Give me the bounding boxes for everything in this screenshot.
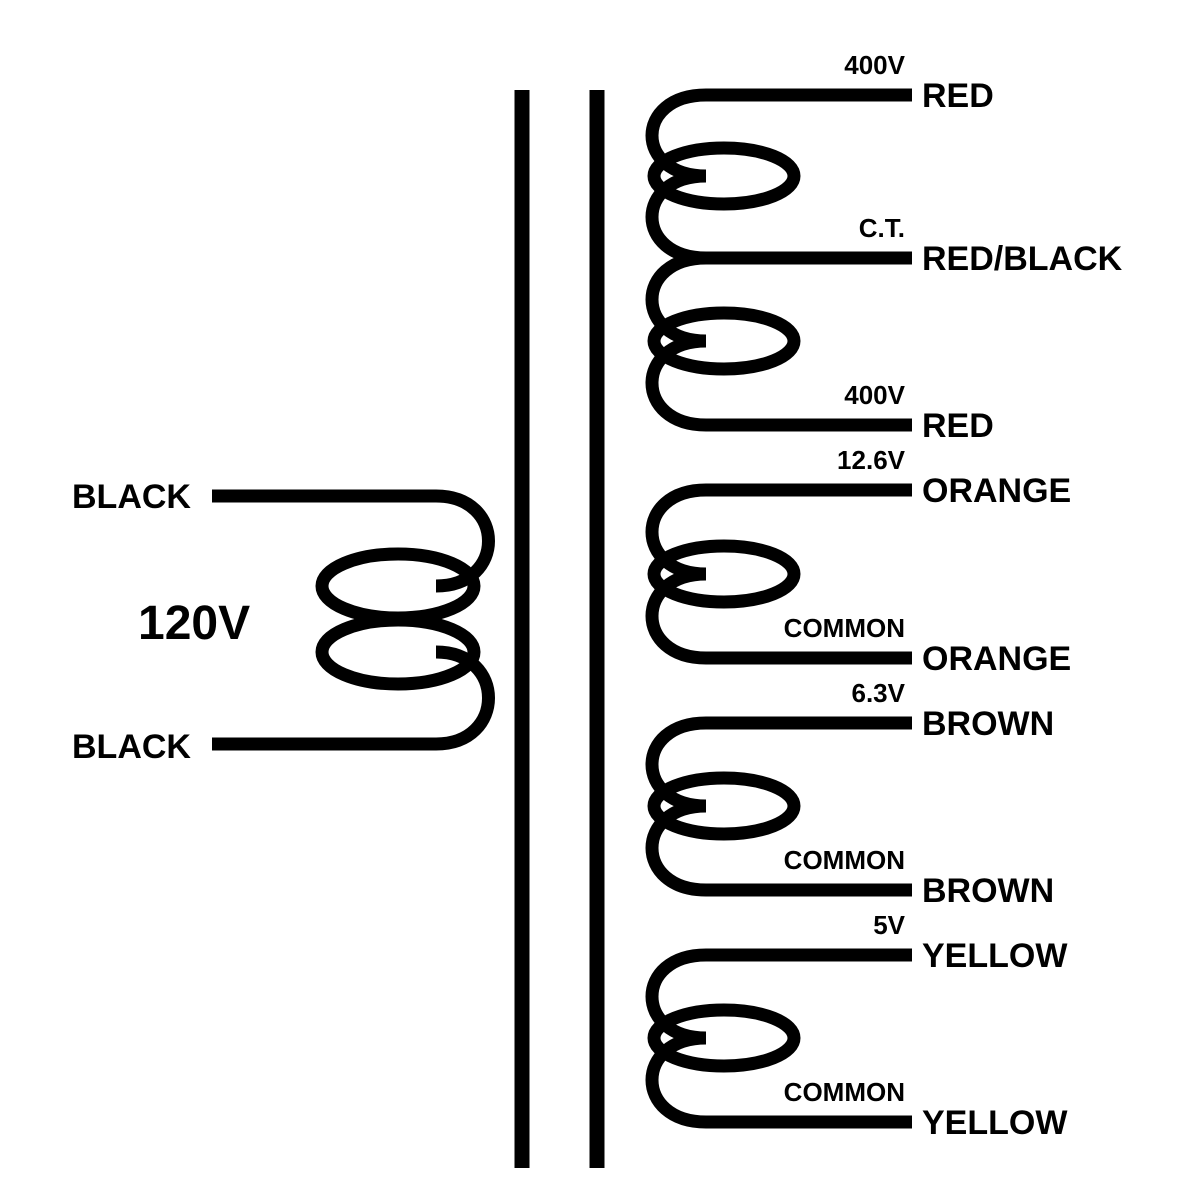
12v-wire-label: ORANGE — [922, 472, 1071, 510]
12v-common-tap-label: COMMON — [784, 613, 905, 643]
secondary-5v-winding — [645, 948, 912, 1129]
transformer-core — [514, 90, 605, 1168]
6v-wire-label: BROWN — [922, 705, 1054, 743]
primary-winding — [212, 489, 495, 751]
hv-centertap-tap-label: C.T. — [859, 213, 905, 243]
5v-common-wire-label: YELLOW — [922, 1104, 1068, 1142]
hv-centertap-wire-label: RED/BLACK — [922, 240, 1123, 278]
secondary-5v-leads-and-hooks — [645, 948, 912, 1129]
6v-common-wire-label: BROWN — [922, 872, 1054, 910]
hv-top-tap-label: 400V — [844, 50, 905, 80]
primary-coil-loop-2 — [315, 613, 481, 691]
primary-voltage-label: 120V — [138, 597, 250, 650]
secondary-6v-leads-and-hooks — [645, 716, 912, 897]
12v-tap-label: 12.6V — [837, 445, 906, 475]
secondary-6v-winding — [645, 716, 912, 897]
hv-bottom-tap-label: 400V — [844, 380, 905, 410]
6v-common-tap-label: COMMON — [784, 845, 905, 875]
secondary-hv-winding — [645, 88, 912, 432]
5v-wire-label: YELLOW — [922, 937, 1068, 975]
hv-bottom-wire-label: RED — [922, 407, 994, 445]
hv-top-wire-label: RED — [922, 77, 994, 115]
primary-top-lead-label: BLACK — [72, 478, 191, 516]
5v-tap-label: 5V — [873, 910, 905, 940]
secondary-6v-loop — [647, 771, 801, 841]
secondary-12v-loop — [647, 539, 801, 609]
5v-common-tap-label: COMMON — [784, 1077, 905, 1107]
secondary-hv-leads-and-hooks — [645, 88, 912, 432]
secondary-hv-loop-2 — [647, 306, 801, 376]
secondary-12v-winding — [645, 483, 912, 665]
secondary-hv-loop-1 — [647, 141, 801, 211]
secondary-12v-leads-and-hooks — [645, 483, 912, 665]
primary-leads-and-hooks — [212, 489, 495, 751]
secondary-5v-loop — [647, 1003, 801, 1073]
primary-bottom-lead-label: BLACK — [72, 728, 191, 766]
6v-tap-label: 6.3V — [852, 678, 906, 708]
12v-common-wire-label: ORANGE — [922, 640, 1071, 678]
